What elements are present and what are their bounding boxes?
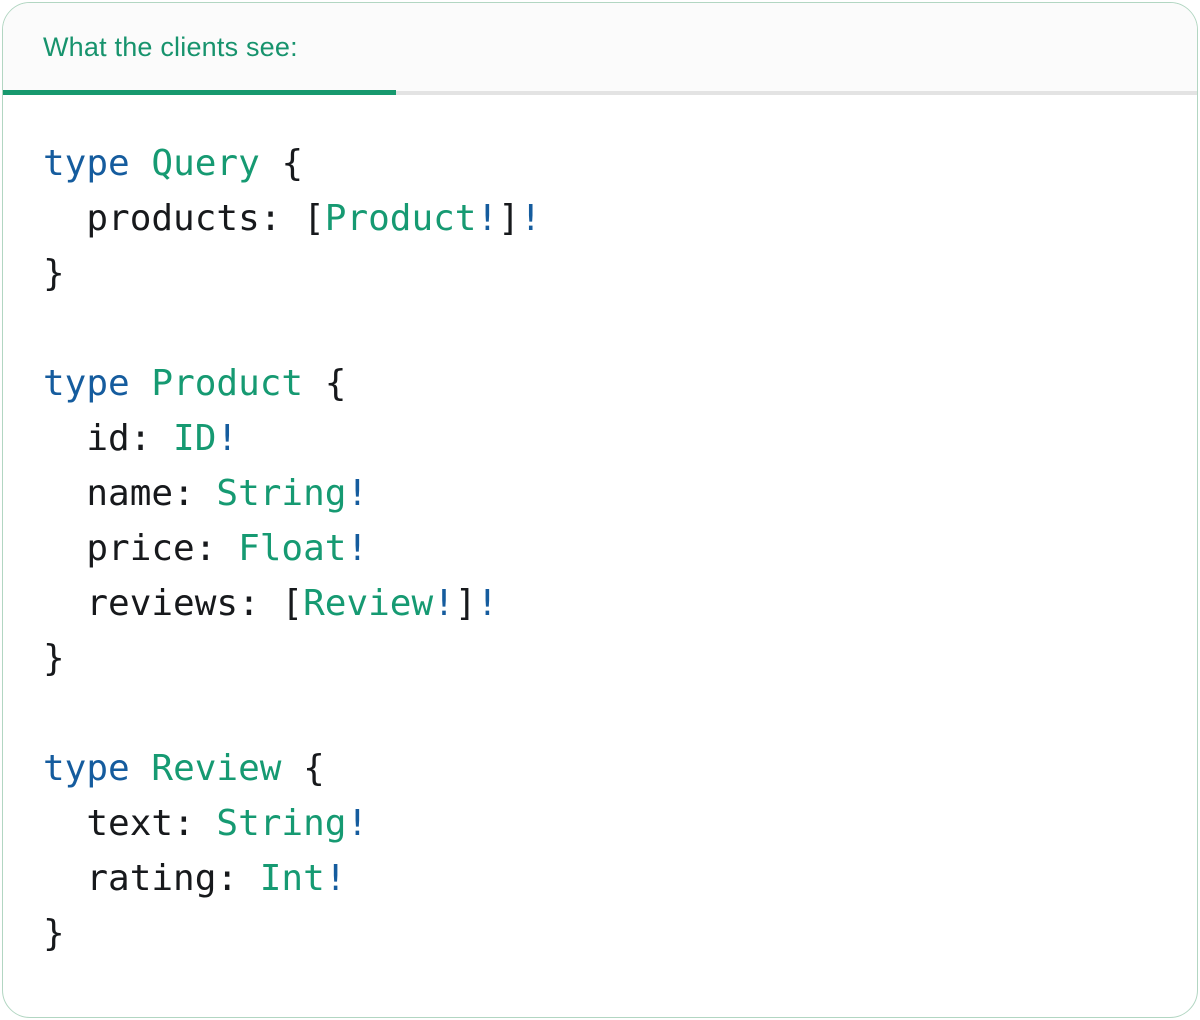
code-token-kw: type xyxy=(43,363,130,404)
code-token-pl xyxy=(130,363,152,404)
code-token-pl: name: xyxy=(43,473,217,514)
code-line: type Product { xyxy=(43,356,1157,411)
code-line: text: String! xyxy=(43,796,1157,851)
code-token-pl: reviews: [ xyxy=(43,583,304,624)
code-token-ty: Review xyxy=(151,748,282,789)
code-token-ty: Float xyxy=(238,528,347,569)
code-token-pl xyxy=(130,143,152,184)
code-token-pl: products: [ xyxy=(43,198,325,239)
code-token-pl: price: xyxy=(43,528,239,569)
code-line: } xyxy=(43,631,1157,686)
tab-what-clients-see[interactable]: What the clients see: xyxy=(43,31,298,62)
code-token-kw: type xyxy=(43,748,130,789)
code-token-ty: ID xyxy=(173,418,217,459)
code-token-ty: Product xyxy=(324,198,477,239)
code-token-pl: } xyxy=(43,638,65,679)
code-token-pl: } xyxy=(43,253,65,294)
code-token-kw: ! xyxy=(216,418,239,459)
code-line: price: Float! xyxy=(43,521,1157,576)
code-token-pl xyxy=(130,748,152,789)
code-token-ty: String xyxy=(216,473,347,514)
card-header: What the clients see: xyxy=(3,3,1197,95)
code-token-ty: Product xyxy=(151,363,304,404)
code-token-pl: { xyxy=(281,748,325,789)
code-token-pl: ] xyxy=(454,583,477,624)
code-token-kw: ! xyxy=(346,528,369,569)
code-line: type Review { xyxy=(43,741,1157,796)
code-token-pl: { xyxy=(303,363,347,404)
code-token-kw: ! xyxy=(346,473,369,514)
code-token-ty: String xyxy=(216,803,347,844)
code-token-kw: type xyxy=(43,143,130,184)
code-token-pl: ] xyxy=(498,198,520,239)
code-line: } xyxy=(43,906,1157,961)
code-line: reviews: [Review!]! xyxy=(43,576,1157,631)
code-token-ty: Query xyxy=(151,143,260,184)
code-token-kw: ! xyxy=(324,858,347,899)
code-line: rating: Int! xyxy=(43,851,1157,906)
code-token-pl: text: xyxy=(43,803,217,844)
active-tab-underline xyxy=(3,90,396,95)
code-token-kw: ! xyxy=(519,198,542,239)
code-token-pl: { xyxy=(259,143,304,184)
code-token-kw: ! xyxy=(476,198,499,239)
code-line xyxy=(43,686,1157,741)
code-line: type Query { xyxy=(43,136,1157,191)
code-token-ty: Review xyxy=(303,583,434,624)
code-line: products: [Product!]! xyxy=(43,191,1157,246)
schema-code: type Query { products: [Product!]!} type… xyxy=(3,95,1197,991)
code-line: id: ID! xyxy=(43,411,1157,466)
code-token-kw: ! xyxy=(346,803,369,844)
code-token-pl: id: xyxy=(43,418,174,459)
code-token-kw: ! xyxy=(433,583,455,624)
code-token-pl: rating: xyxy=(43,858,260,899)
code-token-kw: ! xyxy=(476,583,499,624)
code-token-ty: Int xyxy=(259,858,325,899)
code-line: } xyxy=(43,246,1157,301)
code-line xyxy=(43,301,1157,356)
code-line: name: String! xyxy=(43,466,1157,521)
code-token-pl: } xyxy=(43,913,65,954)
